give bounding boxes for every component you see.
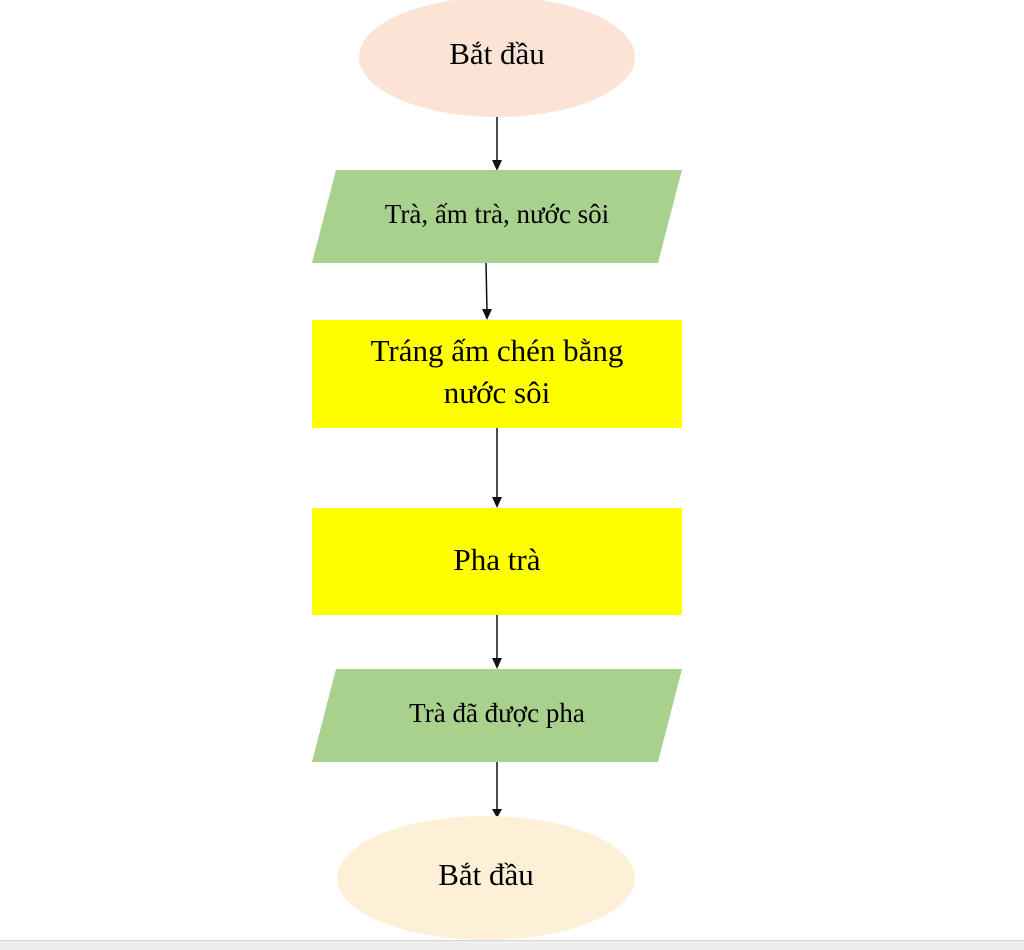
process-brew-label: Pha trà (454, 542, 541, 577)
bottom-scroll-strip (0, 940, 1024, 950)
output-parallelogram (312, 669, 682, 762)
start-node[interactable]: Bắt đầu (359, 0, 635, 117)
process-rinse-node[interactable]: Tráng ấm chén bằng nước sôi (312, 320, 682, 428)
output-label: Trà đã được pha (409, 698, 585, 728)
end-label: Bắt đầu (438, 857, 534, 892)
input-label: Trà, ấm trà, nước sôi (385, 199, 609, 229)
connector-input-step1 (482, 262, 492, 320)
end-ellipse (337, 816, 635, 940)
connector-output-end (492, 762, 502, 818)
process-rinse-box (312, 320, 682, 428)
start-label: Bắt đầu (449, 36, 545, 71)
output-node[interactable]: Trà đã được pha (312, 669, 682, 762)
connector-step2-output (492, 615, 502, 669)
input-node[interactable]: Trà, ấm trà, nước sôi (312, 170, 682, 263)
process-rinse-label-line1: Tráng ấm chén bằng (371, 333, 624, 368)
input-parallelogram (312, 170, 682, 263)
connector-start-input (492, 117, 502, 171)
process-rinse-label-line2: nước sôi (444, 375, 551, 410)
process-brew-node[interactable]: Pha trà (312, 508, 682, 615)
end-node[interactable]: Bắt đầu (337, 816, 635, 940)
process-brew-box (312, 508, 682, 615)
connector-step1-step2 (492, 428, 502, 508)
start-ellipse (359, 0, 635, 117)
